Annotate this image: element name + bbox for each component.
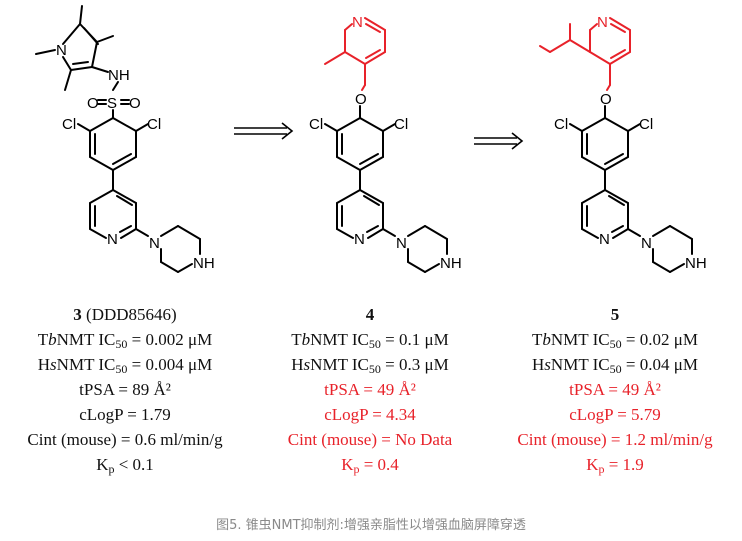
atom-nh: NH (440, 255, 462, 272)
kp: Kp < 0.1 (96, 455, 154, 476)
atom-n: N (597, 14, 608, 31)
compound-label: 4 (250, 302, 490, 327)
atom-nh: NH (193, 255, 215, 272)
hs-nmt-ic50: HsNMT IC50 = 0.3 μM (291, 355, 449, 376)
atom-o: O (600, 91, 612, 108)
atom-cl: Cl (147, 116, 161, 133)
atom-o: O (355, 91, 367, 108)
tpsa: tPSA = 49 Å² (569, 380, 661, 399)
structure-compound-3: N NH O S O Cl Cl N N NH (35, 5, 215, 273)
atom-n: N (107, 231, 118, 248)
properties-compound-5: 5 TbNMT IC50 = 0.02 μM HsNMT IC50 = 0.04… (490, 302, 740, 477)
atom-cl: Cl (639, 116, 653, 133)
tpsa: tPSA = 49 Å² (324, 380, 416, 399)
atom-n: N (354, 231, 365, 248)
atom-o: O (129, 95, 141, 112)
kp: Kp = 1.9 (586, 455, 644, 476)
compound-label: 3 (DDD85646) (0, 302, 250, 327)
arrow-4-to-5 (474, 132, 524, 150)
atom-cl: Cl (394, 116, 408, 133)
atom-n: N (641, 235, 652, 252)
structure-compound-5: N O Cl Cl N N NH (539, 14, 707, 273)
compound-alias: (DDD85646) (81, 305, 177, 324)
arrow-3-to-4 (234, 122, 294, 140)
tb-nmt-ic50: TbNMT IC50 = 0.02 μM (532, 330, 698, 351)
hs-nmt-ic50: HsNMT IC50 = 0.04 μM (532, 355, 698, 376)
hs-nmt-ic50: HsNMT IC50 = 0.004 μM (37, 355, 213, 376)
tpsa: tPSA = 89 Å² (79, 380, 171, 399)
clogp: cLogP = 1.79 (79, 405, 171, 424)
cint-mouse: Cint (mouse) = No Data (287, 430, 453, 449)
atom-s: S (107, 95, 117, 112)
clogp: cLogP = 5.79 (569, 405, 661, 424)
atom-n: N (599, 231, 610, 248)
tb-nmt-ic50: TbNMT IC50 = 0.002 μM (37, 330, 213, 351)
kp: Kp = 0.4 (341, 455, 399, 476)
figure-caption: 图5. 锥虫NMT抑制剂:增强亲脂性以增强血脑屏障穿透 (216, 518, 526, 533)
compound-id: 4 (365, 305, 375, 324)
tb-nmt-ic50: TbNMT IC50 = 0.1 μM (291, 330, 449, 351)
properties-compound-3: 3 (DDD85646) TbNMT IC50 = 0.002 μM HsNMT… (0, 302, 250, 477)
structure-compound-4: N O Cl Cl N N NH (309, 14, 462, 273)
cint-mouse: Cint (mouse) = 0.6 ml/min/g (27, 430, 223, 449)
structures-diagram: N NH O S O Cl Cl N N NH (35, 5, 707, 273)
atom-n: N (56, 42, 67, 59)
compound-label: 5 (490, 302, 740, 327)
compound-id: 3 (73, 305, 82, 324)
compound-id: 5 (610, 305, 620, 324)
cint-mouse: Cint (mouse) = 1.2 ml/min/g (517, 430, 713, 449)
atom-cl: Cl (554, 116, 568, 133)
properties-compound-4: 4 TbNMT IC50 = 0.1 μM HsNMT IC50 = 0.3 μ… (250, 302, 490, 477)
clogp: cLogP = 4.34 (324, 405, 416, 424)
atom-cl: Cl (62, 116, 76, 133)
atom-cl: Cl (309, 116, 323, 133)
atom-n: N (352, 14, 363, 31)
atom-n: N (149, 235, 160, 252)
atom-nh: NH (685, 255, 707, 272)
atom-o: O (87, 95, 99, 112)
atom-n: N (396, 235, 407, 252)
atom-nh: NH (108, 67, 130, 84)
